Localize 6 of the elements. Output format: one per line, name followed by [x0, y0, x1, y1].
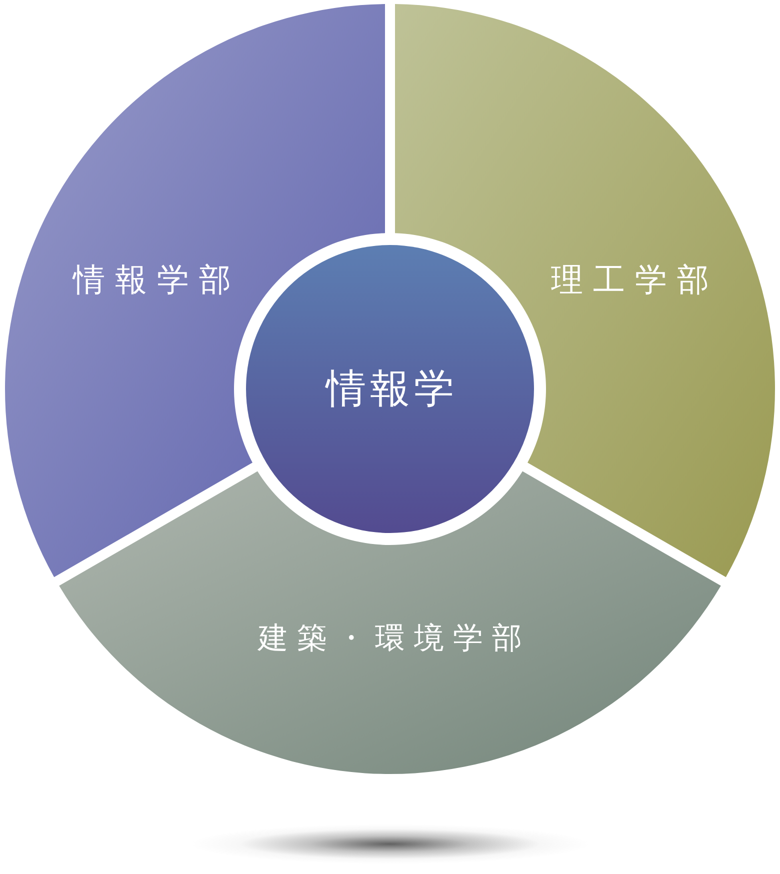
segment-label: 理工学部 — [551, 262, 719, 298]
center-label: 情報学 — [326, 366, 458, 412]
donut-segment — [59, 471, 721, 774]
segment-label: 情報学部 — [73, 262, 241, 298]
center-circle — [246, 245, 534, 533]
segment-label: 建築・環境学部 — [258, 622, 531, 656]
